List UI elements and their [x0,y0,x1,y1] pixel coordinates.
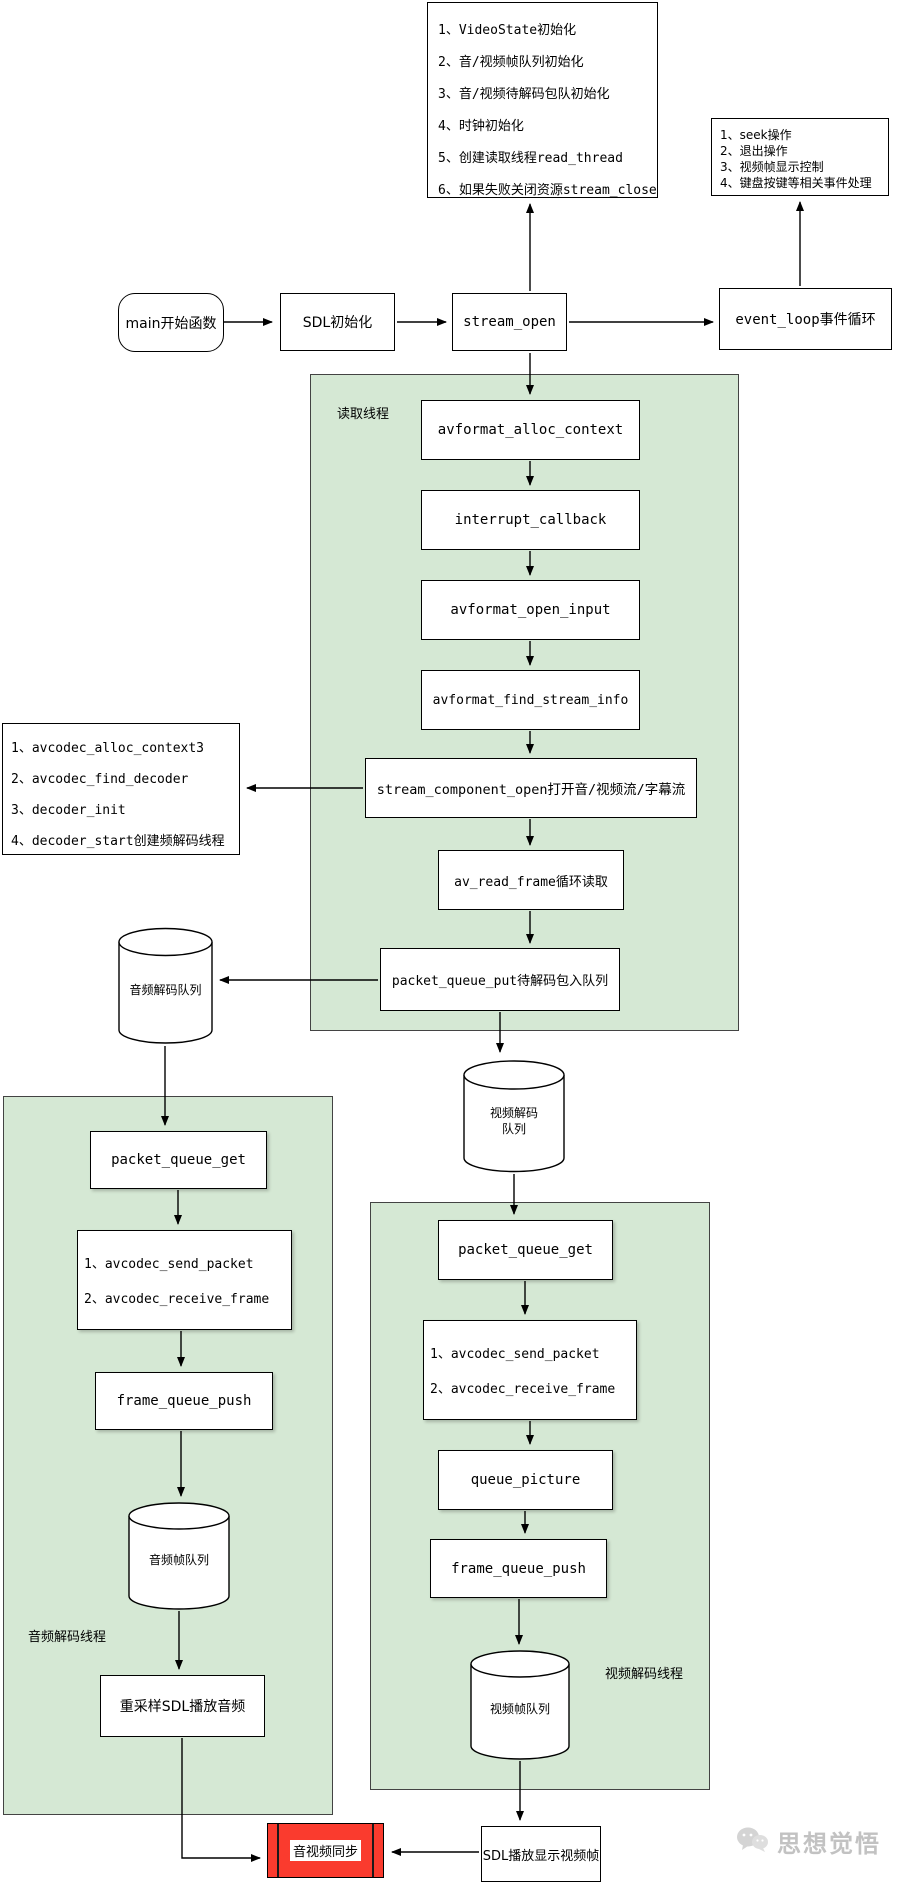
event-item: 2、退出操作 [720,144,788,158]
video-packet-queue-label-line2: 队列 [501,1121,526,1136]
decoder-steps-box: 1、avcodec_alloc_context3 2、avcodec_find_… [2,723,240,855]
avformat-find-stream-info-node: avformat_find_stream_info [421,670,640,730]
event-item: 1、seek操作 [720,128,792,142]
audio-avcodec-steps-box: 1、avcodec_send_packet 2、avcodec_receive_… [77,1230,292,1330]
audio-packet-queue-cylinder: 音频解码队列 [118,927,213,1045]
video-avcodec-step: 1、avcodec_send_packet [430,1347,600,1362]
audio-packet-queue-get-node: packet_queue_get [90,1131,267,1189]
wechat-icon [735,1825,769,1859]
decoder-step: 1、avcodec_alloc_context3 [11,741,205,756]
av-read-frame-node: av_read_frame循环读取 [438,850,624,910]
av-sync-inner-lines [277,1824,374,1877]
video-thread-label: 视频解码线程 [605,1667,684,1682]
resample-sdl-play-node: 重采样SDL播放音频 [100,1675,265,1737]
av-sync-label: 音视频同步 [289,1840,361,1861]
audio-avcodec-step: 1、avcodec_send_packet [84,1257,254,1272]
init-step: 1、VideoState初始化 [438,23,577,38]
sdl-display-node: SDL播放显示视频帧 [481,1826,601,1882]
event-loop-node: event_loop事件循环 [719,288,892,350]
event-item: 4、键盘按键等相关事件处理 [720,176,872,190]
avformat-alloc-context-node: avformat_alloc_context [421,400,640,460]
audio-thread-label: 音频解码线程 [28,1630,107,1645]
watermark: 思想觉悟 [735,1824,881,1859]
decoder-step: 3、decoder_init [11,803,126,818]
init-step: 6、如果失败关闭资源stream_close [438,183,657,198]
video-frame-queue-push-node: frame_queue_push [430,1539,607,1598]
read-thread-label: 读取线程 [337,407,390,422]
stream-component-open-node: stream_component_open打开音/视频流/字幕流 [365,758,697,818]
stream-open-node: stream_open [452,293,567,351]
audio-frame-queue-push-node: frame_queue_push [95,1372,273,1430]
init-steps-box: 1、VideoState初始化 2、音/视频帧队列初始化 3、音/视频待解码包队… [427,2,658,198]
video-avcodec-steps-box: 1、avcodec_send_packet 2、avcodec_receive_… [423,1320,637,1420]
queue-picture-node: queue_picture [438,1450,613,1510]
video-packet-queue-cylinder: 视频解码 队列 [463,1060,565,1173]
packet-queue-put-node: packet_queue_put待解码包入队列 [380,948,620,1011]
decoder-step: 4、decoder_start创建频解码线程 [11,834,225,849]
audio-frame-queue-label: 音频帧队列 [148,1553,209,1567]
watermark-text: 思想觉悟 [777,1830,881,1858]
event-item: 3、视频帧显示控制 [720,160,824,174]
av-sync-node: 音视频同步 [267,1823,384,1878]
video-packet-queue-label-line1: 视频解码 [489,1105,538,1120]
video-frame-queue-cylinder: 视频帧队列 [470,1650,570,1760]
sdl-init-node: SDL初始化 [280,293,395,351]
video-packet-queue-get-node: packet_queue_get [438,1220,613,1280]
audio-avcodec-step: 2、avcodec_receive_frame [84,1292,270,1307]
main-start-node: main开始函数 [118,293,224,352]
avformat-open-input-node: avformat_open_input [421,580,640,640]
init-step: 4、时钟初始化 [438,119,524,134]
init-step: 5、创建读取线程read_thread [438,151,623,166]
init-step: 2、音/视频帧队列初始化 [438,55,584,70]
event-handlers-box: 1、seek操作 2、退出操作 3、视频帧显示控制 4、键盘按键等相关事件处理 [711,118,889,196]
audio-packet-queue-label: 音频解码队列 [129,983,202,997]
init-step: 3、音/视频待解码包队初始化 [438,87,610,102]
decoder-step: 2、avcodec_find_decoder [11,772,189,787]
interrupt-callback-node: interrupt_callback [421,490,640,550]
video-avcodec-step: 2、avcodec_receive_frame [430,1382,616,1397]
audio-frame-queue-cylinder: 音频帧队列 [128,1502,230,1610]
video-frame-queue-label: 视频帧队列 [489,1702,550,1716]
